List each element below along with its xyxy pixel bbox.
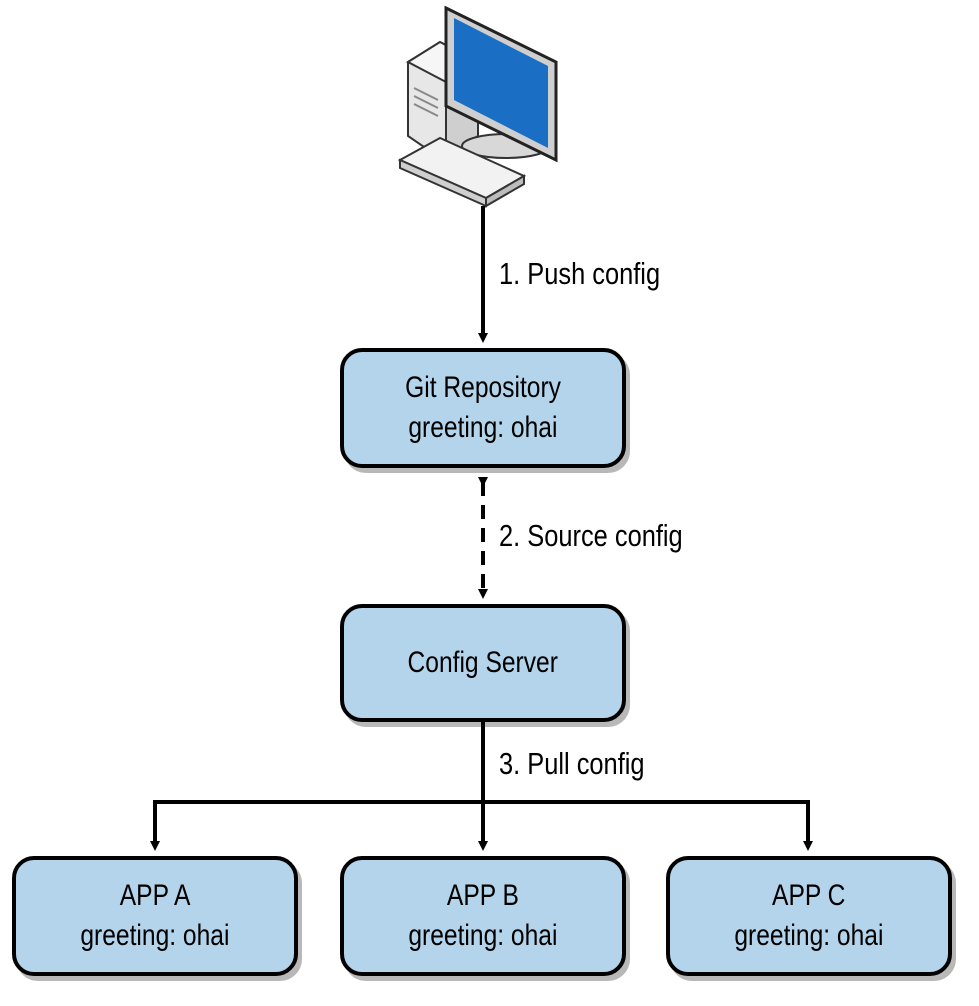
- config-server-node: Config Server: [340, 604, 626, 722]
- app-c-title: APP C: [772, 879, 846, 912]
- pull-config-label: 3. Pull config: [499, 746, 645, 781]
- source-config-label: 2. Source config: [499, 518, 683, 553]
- app-b-value: greeting: ohai: [408, 919, 558, 952]
- app-b-node: APP B greeting: ohai: [340, 856, 626, 976]
- app-b-title: APP B: [446, 879, 520, 912]
- git-repository-value: greeting: ohai: [408, 411, 558, 444]
- app-c-node: APP C greeting: ohai: [666, 856, 952, 976]
- app-c-value: greeting: ohai: [734, 919, 884, 952]
- push-config-label: 1. Push config: [499, 256, 661, 291]
- app-a-value: greeting: ohai: [80, 919, 230, 952]
- config-server-title: Config Server: [407, 646, 559, 679]
- app-a-title: APP A: [119, 879, 191, 912]
- git-repository-node: Git Repository greeting: ohai: [340, 348, 626, 468]
- git-repository-title: Git Repository: [405, 371, 561, 404]
- app-a-node: APP A greeting: ohai: [12, 856, 298, 976]
- desktop-computer-icon: [397, 5, 558, 208]
